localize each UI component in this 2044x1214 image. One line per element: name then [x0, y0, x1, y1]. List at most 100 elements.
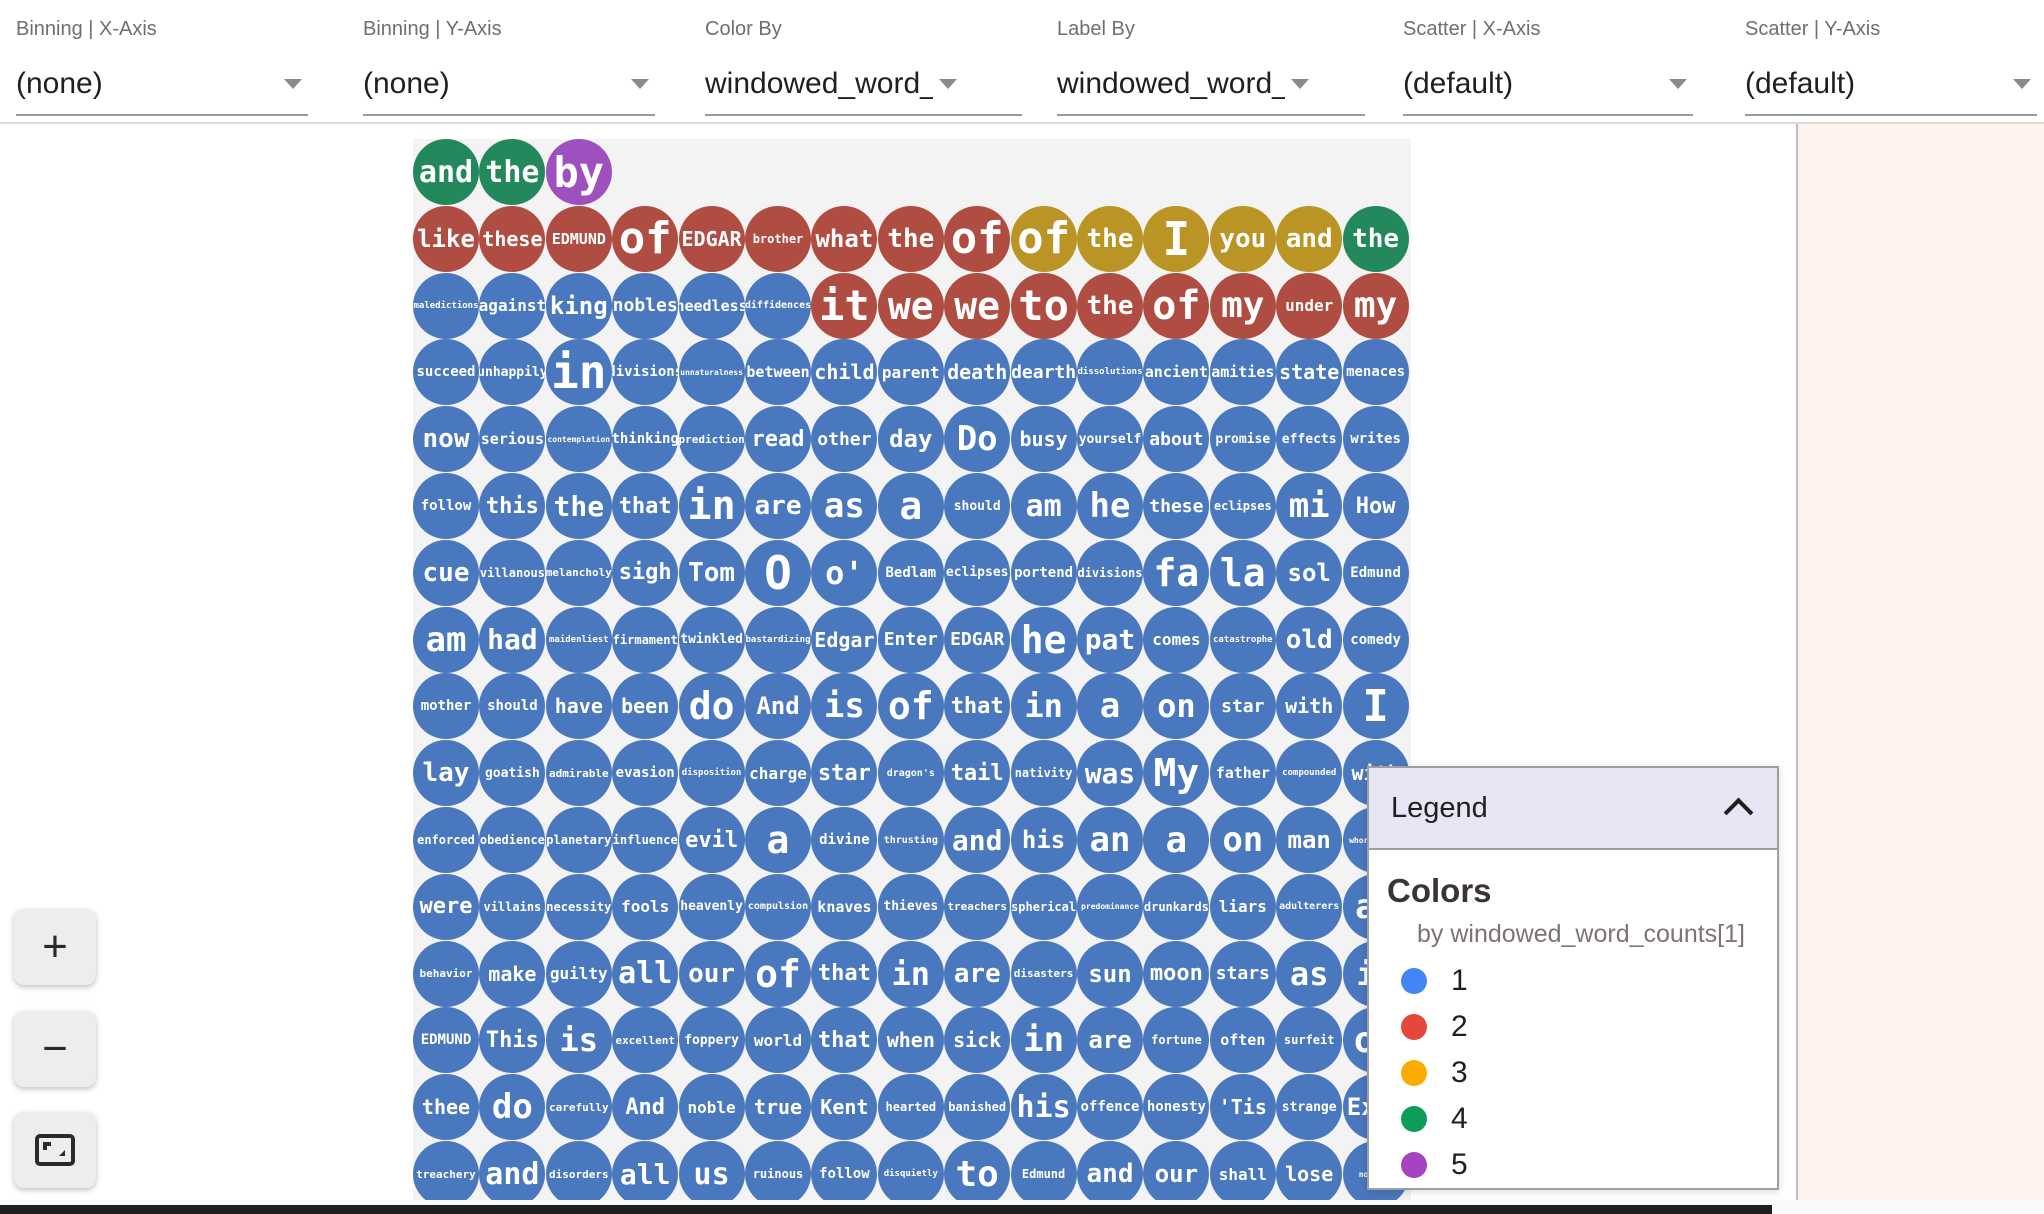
word-bubble[interactable]: writes [1342, 406, 1409, 473]
word-bubble[interactable]: needless [678, 272, 745, 339]
word-bubble[interactable]: follow [413, 473, 479, 539]
word-bubble[interactable]: in [877, 940, 944, 1007]
word-bubble[interactable]: of [1143, 272, 1210, 339]
word-bubble[interactable]: portend [1010, 539, 1077, 606]
word-bubble[interactable]: firmament [612, 606, 679, 673]
word-bubble[interactable]: dearth [1010, 339, 1077, 406]
word-bubble[interactable]: been [612, 673, 679, 740]
word-bubble[interactable]: against [479, 272, 546, 339]
word-bubble[interactable]: a [1077, 673, 1143, 740]
word-bubble[interactable]: of [612, 205, 679, 272]
word-bubble[interactable]: on [1143, 673, 1210, 740]
word-bubble[interactable]: amities [1209, 339, 1276, 406]
word-bubble[interactable]: is [811, 673, 878, 740]
word-bubble[interactable]: obedience [479, 807, 546, 873]
word-bubble[interactable]: EDMUND [413, 1007, 479, 1074]
word-bubble[interactable]: mi [1276, 473, 1343, 539]
word-bubble[interactable]: nativity [1010, 740, 1077, 807]
word-bubble[interactable]: day [877, 406, 944, 473]
word-bubble[interactable]: enforced [413, 807, 479, 873]
word-bubble[interactable]: the [877, 205, 944, 272]
word-bubble[interactable]: that [811, 1007, 878, 1074]
word-bubble[interactable]: was [1077, 740, 1143, 807]
word-bubble[interactable]: a [1143, 807, 1210, 873]
word-bubble[interactable]: foppery [678, 1007, 745, 1074]
word-bubble[interactable]: follow [811, 1141, 878, 1207]
word-bubble[interactable]: sick [944, 1007, 1011, 1074]
word-bubble[interactable]: liars [1209, 873, 1276, 940]
word-bubble[interactable]: divine [811, 807, 878, 873]
word-bubble[interactable]: of [745, 940, 811, 1007]
word-bubble[interactable]: thieves [877, 873, 944, 940]
word-bubble[interactable]: lose [1276, 1141, 1343, 1207]
word-bubble[interactable]: excellent [612, 1007, 679, 1074]
word-bubble[interactable]: divisions [1077, 539, 1143, 606]
word-bubble[interactable]: maidenliest [545, 606, 612, 673]
word-bubble[interactable]: true [745, 1074, 811, 1141]
word-bubble[interactable]: an [1077, 807, 1143, 873]
word-bubble[interactable]: treachery [413, 1141, 479, 1207]
word-bubble[interactable]: when [877, 1007, 944, 1074]
bottom-scrollbar[interactable] [0, 1205, 1772, 1214]
word-bubble[interactable]: as [811, 473, 878, 539]
word-bubble[interactable]: guilty [545, 940, 612, 1007]
word-bubble[interactable]: I [1342, 673, 1409, 740]
word-bubble[interactable]: influence [612, 807, 679, 873]
word-bubble[interactable]: disposition [678, 740, 745, 807]
word-bubble[interactable]: as [1276, 940, 1343, 1007]
word-bubble[interactable]: are [944, 940, 1011, 1007]
word-bubble[interactable]: admirable [545, 740, 612, 807]
word-bubble[interactable]: sigh [612, 539, 679, 606]
word-bubble[interactable]: My [1143, 740, 1210, 807]
word-bubble[interactable]: eclipses [1209, 473, 1276, 539]
word-bubble[interactable]: necessity [545, 873, 612, 940]
word-bubble[interactable]: diffidences [745, 272, 811, 339]
word-bubble[interactable]: knaves [811, 873, 878, 940]
legend-item[interactable]: 3 [1401, 1056, 1777, 1089]
word-bubble[interactable]: Edgar [811, 606, 878, 673]
word-bubble[interactable]: Do [944, 406, 1011, 473]
word-bubble[interactable]: by [545, 139, 612, 205]
binning-x-select[interactable]: (none) [16, 54, 308, 116]
word-bubble[interactable]: were [413, 873, 479, 940]
word-bubble[interactable]: honesty [1143, 1074, 1210, 1141]
word-bubble[interactable]: should [944, 473, 1011, 539]
word-bubble[interactable]: banished [944, 1074, 1011, 1141]
word-bubble[interactable]: comedy [1342, 606, 1409, 673]
word-bubble[interactable]: and [944, 807, 1011, 873]
word-bubble[interactable]: effects [1276, 406, 1343, 473]
word-bubble[interactable]: promise [1209, 406, 1276, 473]
word-bubble[interactable]: unnaturalness [678, 339, 745, 406]
word-bubble[interactable]: disquietly [877, 1141, 944, 1207]
word-bubble[interactable]: old [1276, 606, 1343, 673]
word-bubble[interactable]: O [745, 539, 811, 606]
word-bubble[interactable]: man [1276, 807, 1343, 873]
word-bubble[interactable]: pat [1077, 606, 1143, 673]
word-bubble[interactable]: la [1209, 539, 1276, 606]
word-bubble[interactable]: us [678, 1141, 745, 1207]
word-bubble[interactable]: had [479, 606, 546, 673]
word-bubble[interactable]: his [1010, 1074, 1077, 1141]
word-bubble[interactable]: succeed [413, 339, 479, 406]
word-bubble[interactable]: star [1209, 673, 1276, 740]
word-bubble[interactable]: tail [944, 740, 1011, 807]
word-bubble[interactable]: we [944, 272, 1011, 339]
word-bubble[interactable]: like [413, 205, 479, 272]
word-bubble[interactable]: goatish [479, 740, 546, 807]
word-bubble[interactable]: noble [678, 1074, 745, 1141]
word-bubble[interactable]: you [1209, 205, 1276, 272]
word-bubble[interactable]: are [745, 473, 811, 539]
word-bubble[interactable]: brother [745, 205, 811, 272]
word-bubble[interactable]: other [811, 406, 878, 473]
word-bubble[interactable]: contemplation [545, 406, 612, 473]
word-bubble[interactable]: that [811, 940, 878, 1007]
word-bubble[interactable]: sun [1077, 940, 1143, 1007]
word-bubble[interactable]: How [1342, 473, 1409, 539]
word-bubble[interactable]: the [545, 473, 612, 539]
word-bubble[interactable]: in [545, 339, 612, 406]
word-bubble[interactable]: disasters [1010, 940, 1077, 1007]
word-bubble[interactable]: in [678, 473, 745, 539]
word-bubble[interactable]: EDGAR [944, 606, 1011, 673]
word-bubble[interactable]: strange [1276, 1074, 1343, 1141]
word-bubble[interactable]: to [944, 1141, 1011, 1207]
